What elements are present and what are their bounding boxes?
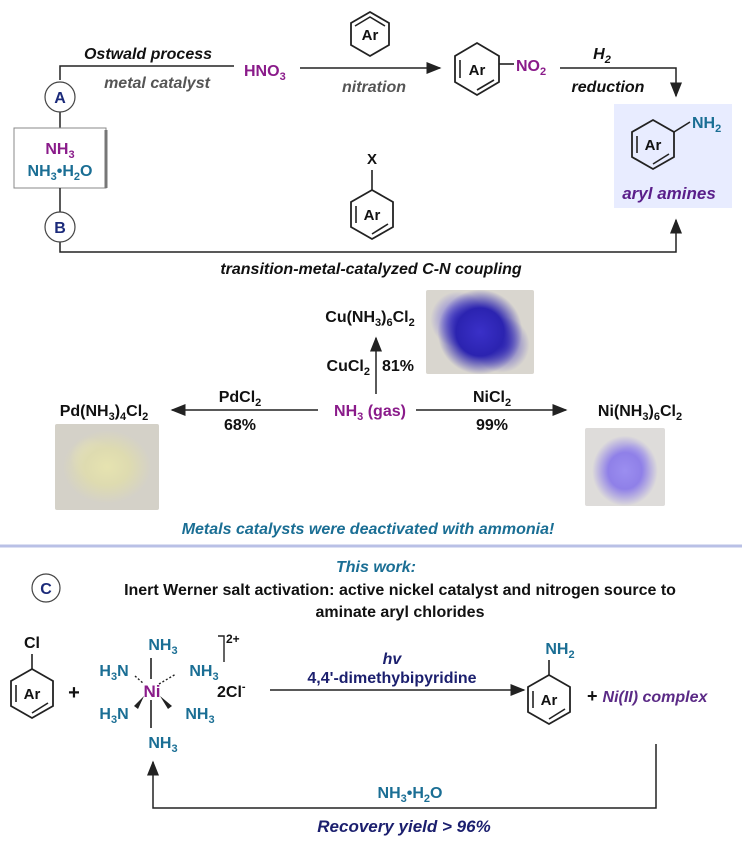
aryl-chloride: Cl Ar [10, 635, 54, 720]
ni-product: Ni(NH3)6Cl2 [598, 403, 682, 423]
this-work-title-line1: Inert Werner salt activation: active nic… [124, 582, 676, 599]
cu-yield: 81% [382, 358, 414, 375]
svg-text:Cl: Cl [24, 635, 40, 652]
nitration-arene: Ar [350, 10, 390, 58]
nh2-group: NH2 [692, 115, 721, 135]
nickel-center: Ni [144, 682, 161, 701]
ligand-upper-right: NH3 [189, 663, 218, 683]
werner-salt: NH3 H3N NH3 Ni H3N NH3 NH3 2+ 2Cl- [99, 632, 246, 755]
svg-text:Ar: Ar [469, 62, 486, 79]
ligand-bottom: NH3 [148, 735, 177, 755]
svg-text:Ar: Ar [364, 207, 381, 224]
route-a-line [59, 65, 234, 80]
this-work-header: This work: C Inert Werner salt activatio… [31, 559, 676, 621]
no2-label: NO2 [516, 58, 546, 78]
plus-sign: + [68, 682, 80, 704]
h2-label: H2 [593, 46, 611, 66]
nh3-gas: NH3 (gas) [334, 403, 406, 423]
deactivation-warning: Metals catalysts were deactivated with a… [182, 521, 555, 538]
ligand-lower-right: NH3 [185, 706, 214, 726]
svg-text:Ar: Ar [541, 692, 558, 709]
complex-charge: 2+ [226, 632, 240, 646]
cu-product: Cu(NH3)6Cl2 [325, 309, 414, 329]
route-b-line [59, 218, 682, 253]
product-nh2: NH2 [545, 641, 574, 661]
label-a: A [54, 90, 66, 107]
reduction-label: reduction [572, 79, 645, 96]
ligand-condition: 4,4'-dimethybipyridine [307, 670, 476, 687]
route-a [59, 62, 682, 128]
label-c: C [40, 581, 52, 598]
aryl-halide-x: X [367, 151, 377, 168]
recycle-reagent: NH3•H2O [378, 785, 443, 805]
svg-text:Ar: Ar [362, 27, 379, 44]
this-work-heading: This work: [336, 559, 416, 576]
svg-text:Ar: Ar [24, 686, 41, 703]
ammonia-reactions: NH3 (gas) Cu(NH3)6Cl2 CuCl2 81% PdCl2 68… [60, 309, 682, 538]
complex-bracket [218, 635, 225, 662]
metal-catalyst-label: metal catalyst [104, 75, 211, 92]
nh3-source: NH3 [45, 141, 74, 161]
ligand-lower-left: H3N [99, 706, 128, 726]
hv-condition: hv [383, 651, 403, 668]
nitration-label: nitration [342, 79, 406, 96]
pdcl2-reagent: PdCl2 [219, 389, 262, 409]
pd-yield: 68% [224, 417, 256, 434]
nitroarene: Ar NO2 [454, 41, 546, 97]
cucl2-reagent: CuCl2 [327, 358, 370, 378]
ni-complex-photo [585, 428, 665, 506]
route-b [59, 188, 682, 253]
ammonia-water-source: NH3•H2O [28, 163, 93, 183]
pd-product: Pd(NH3)4Cl2 [60, 403, 149, 423]
label-c-circle [31, 573, 61, 603]
ni-yield: 99% [476, 417, 508, 434]
cu-complex-photo [426, 290, 534, 374]
plus-sign-2: + Ni(II) complex [587, 686, 709, 706]
hno3-label: HNO3 [244, 63, 286, 83]
ostwald-title: Ostwald process [84, 46, 212, 63]
svg-text:Ar: Ar [645, 137, 662, 154]
aryl-amines-caption: aryl amines [622, 184, 716, 203]
recycle-arrow [147, 744, 657, 809]
ligand-top: NH3 [148, 637, 177, 657]
label-b: B [54, 220, 66, 237]
chloride-counterion: 2Cl- [217, 681, 246, 701]
aniline-product: NH2 Ar [527, 641, 575, 726]
reduction-arrow [560, 67, 682, 98]
route-a-labels: A Ostwald process metal catalyst HNO3 ni… [44, 46, 645, 113]
nicl2-reagent: NiCl2 [473, 389, 511, 409]
pd-complex-photo [55, 424, 159, 510]
label-a-circle [44, 81, 76, 113]
label-b-circle [44, 211, 76, 243]
recovery-yield: Recovery yield > 96% [317, 817, 490, 836]
aryl-amine-product: Ar NH2 aryl amines [614, 104, 732, 208]
route-b-labels: B X Ar transition-metal-catalyzed C-N co… [44, 151, 522, 278]
ligand-upper-left: H3N [99, 663, 128, 683]
coupling-caption: transition-metal-catalyzed C-N coupling [220, 261, 522, 278]
ammonia-sources-box: NH3 NH3•H2O [13, 127, 108, 189]
this-work-title-line2: aminate aryl chlorides [316, 604, 485, 621]
